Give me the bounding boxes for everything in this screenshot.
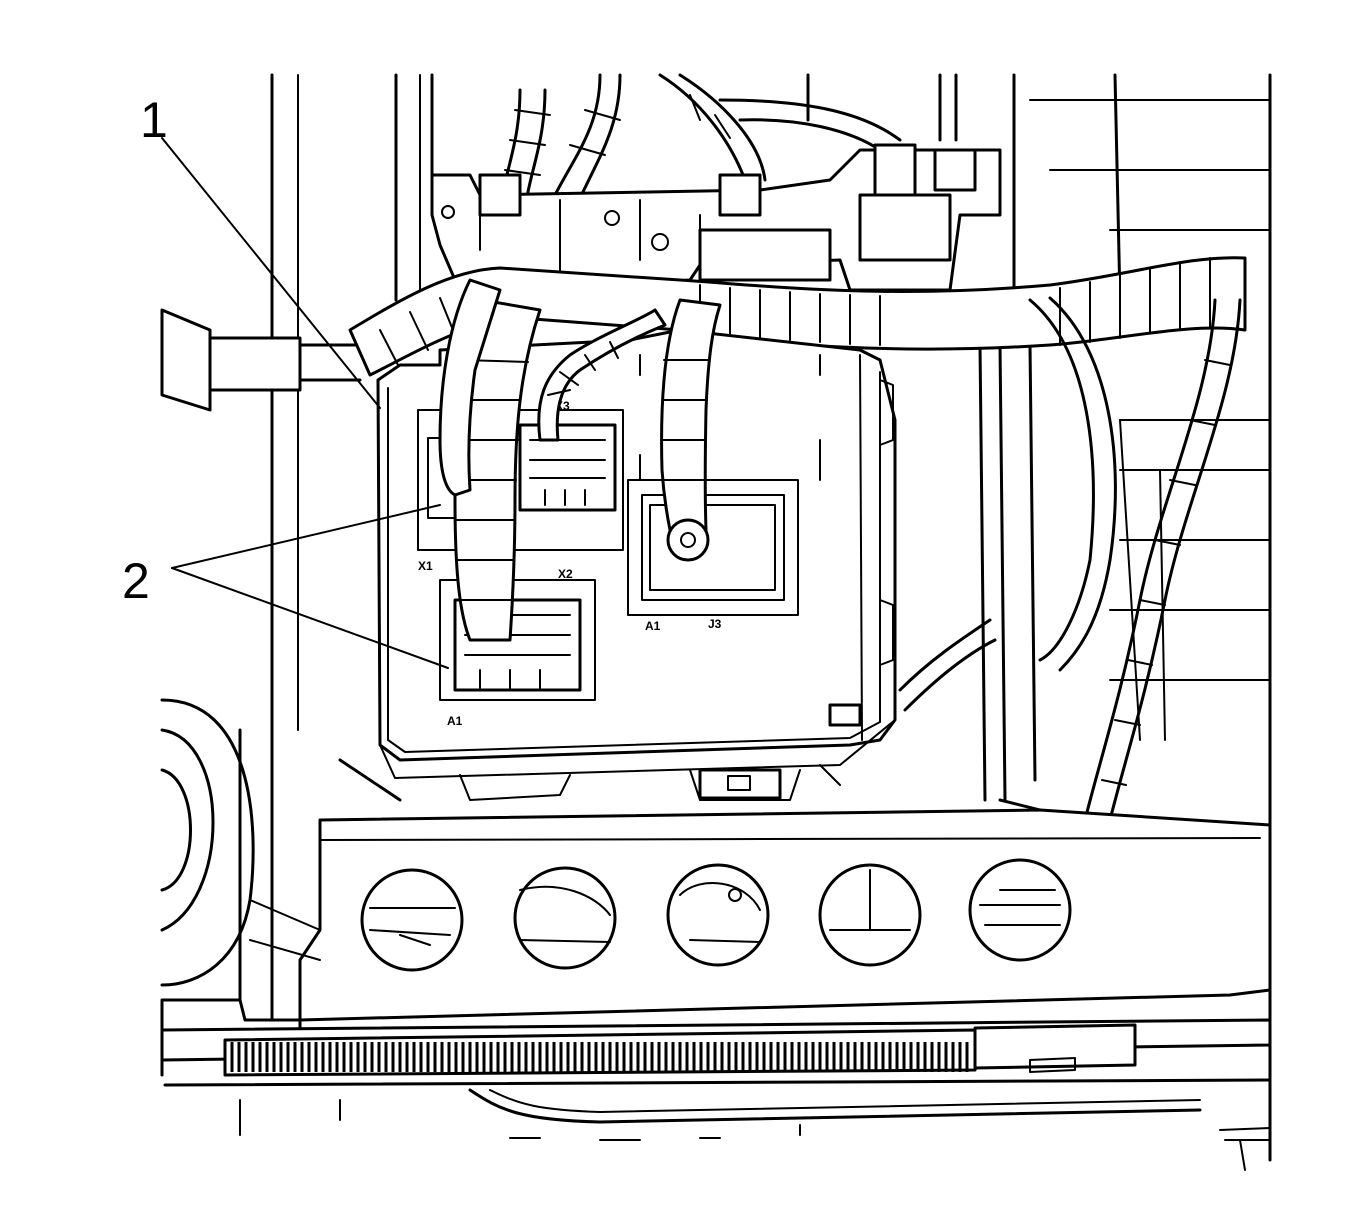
background-frame [160, 73, 1272, 1162]
connector-mark-x1: X1 [418, 559, 433, 573]
grille-strip [160, 1018, 1272, 1171]
callout-1-label: 1 [140, 92, 168, 148]
module-harness-branches [438, 278, 722, 642]
connector-mark-a1-lower: A1 [447, 714, 463, 728]
callout-leaders [161, 137, 449, 669]
connector-mark-a1: A1 [645, 619, 661, 633]
callout-2-label: 2 [122, 553, 150, 609]
connector-mark-x2: X2 [558, 567, 573, 581]
connector-mark-j3: J3 [708, 617, 722, 631]
lower-cross-member [160, 808, 1272, 1042]
